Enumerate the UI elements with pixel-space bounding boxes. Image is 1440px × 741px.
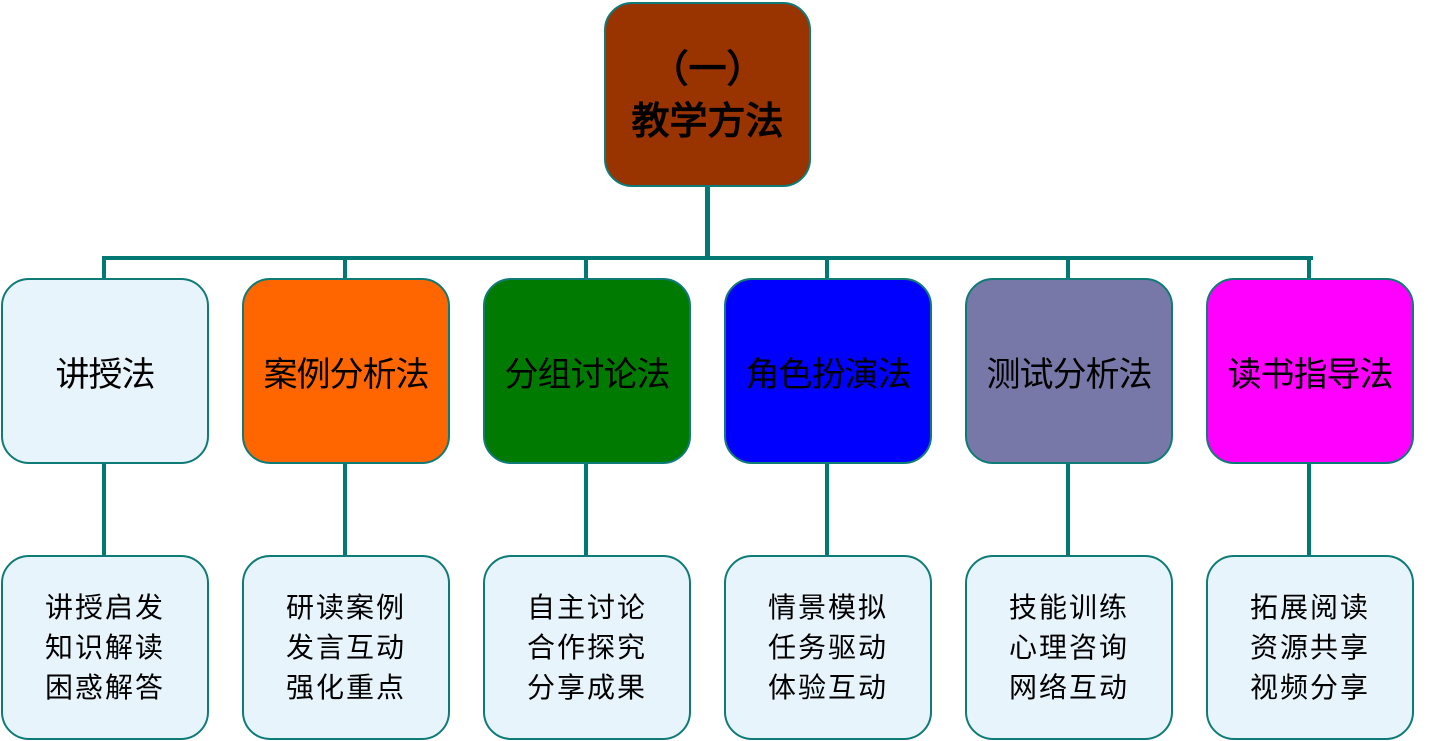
method-node: 案例分析法 <box>242 278 450 464</box>
method-detail-item: 知识解读 <box>44 630 165 664</box>
method-node: 讲授法 <box>1 278 209 464</box>
method-detail-item: 自主讨论 <box>526 590 647 624</box>
method-label: 案例分析法 <box>263 354 430 395</box>
method-label: 读书指导法 <box>1227 354 1394 395</box>
method-label: 角色扮演法 <box>745 354 912 395</box>
method-detail-item: 发言互动 <box>285 630 406 664</box>
horizontal-connector <box>102 256 1313 260</box>
method-connector-top <box>343 258 347 279</box>
method-connector-bottom <box>102 463 106 556</box>
method-node: 角色扮演法 <box>724 278 932 464</box>
root-title: 教学方法 <box>631 98 784 143</box>
method-node: 测试分析法 <box>965 278 1173 464</box>
method-connector-bottom <box>1066 463 1070 556</box>
root-node: （一） 教学方法 <box>604 2 811 187</box>
method-connector-bottom <box>825 463 829 556</box>
method-detail-item: 合作探究 <box>526 630 647 664</box>
method-detail-item: 情景模拟 <box>767 590 888 624</box>
method-label: 分组讨论法 <box>504 354 671 395</box>
method-node: 读书指导法 <box>1206 278 1414 464</box>
method-label: 测试分析法 <box>986 354 1153 395</box>
method-details-node: 情景模拟任务驱动体验互动 <box>724 555 932 740</box>
method-detail-item: 分享成果 <box>526 670 647 704</box>
method-detail-item: 任务驱动 <box>767 630 888 664</box>
method-detail-item: 视频分享 <box>1249 670 1370 704</box>
method-connector-top <box>1307 258 1311 279</box>
method-connector-top <box>1066 258 1070 279</box>
method-detail-item: 体验互动 <box>767 670 888 704</box>
method-detail-item: 心理咨询 <box>1008 630 1129 664</box>
method-detail-item: 讲授启发 <box>44 590 165 624</box>
method-connector-top <box>825 258 829 279</box>
method-detail-item: 网络互动 <box>1008 670 1129 704</box>
method-details-node: 研读案例发言互动强化重点 <box>242 555 450 740</box>
method-detail-item: 强化重点 <box>285 670 406 704</box>
method-detail-item: 拓展阅读 <box>1249 590 1370 624</box>
method-detail-item: 困惑解答 <box>44 670 165 704</box>
root-connector <box>705 186 710 260</box>
method-connector-bottom <box>1307 463 1311 556</box>
method-details-node: 讲授启发知识解读困惑解答 <box>1 555 209 740</box>
method-details-node: 技能训练心理咨询网络互动 <box>965 555 1173 740</box>
method-connector-top <box>102 258 106 279</box>
root-number: （一） <box>650 46 765 91</box>
method-detail-item: 资源共享 <box>1249 630 1370 664</box>
method-details-node: 自主讨论合作探究分享成果 <box>483 555 691 740</box>
method-details-node: 拓展阅读资源共享视频分享 <box>1206 555 1414 740</box>
method-connector-top <box>584 258 588 279</box>
method-detail-item: 技能训练 <box>1008 590 1129 624</box>
method-node: 分组讨论法 <box>483 278 691 464</box>
method-detail-item: 研读案例 <box>285 590 406 624</box>
method-connector-bottom <box>584 463 588 556</box>
method-connector-bottom <box>343 463 347 556</box>
method-label: 讲授法 <box>55 354 156 395</box>
